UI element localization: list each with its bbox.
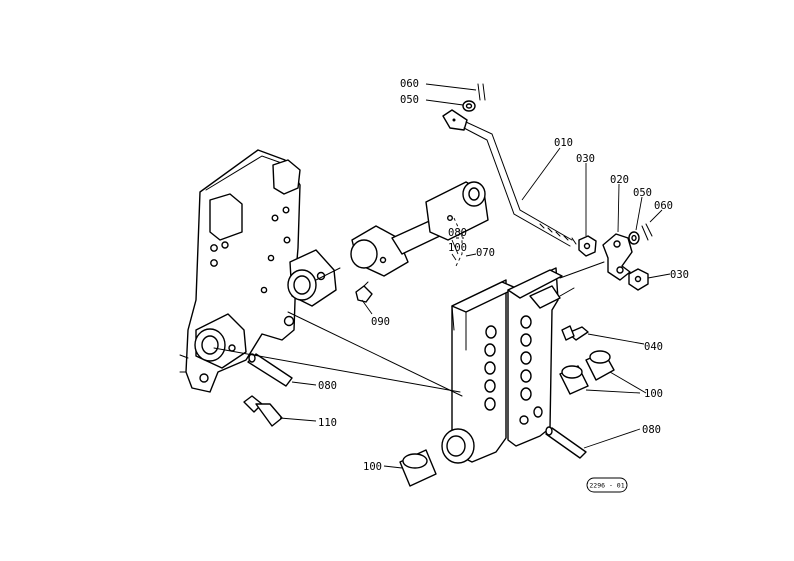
callout-050-top: 050 — [400, 94, 419, 106]
callout-030-right: 030 — [670, 269, 689, 281]
pin-bottom-right — [545, 426, 587, 459]
bolt-110 — [243, 395, 283, 427]
callout-100-right: 100 — [644, 388, 663, 400]
swing-arm-rear-plate — [507, 267, 563, 447]
nut-right — [628, 268, 649, 291]
drawing-code-stamp: (2296 - 01) — [585, 477, 629, 493]
washer-right — [628, 231, 640, 245]
bracket-lower-boss — [194, 313, 247, 383]
callout-060-right: 060 — [654, 200, 673, 212]
clevis-link — [602, 233, 633, 281]
swing-arm-front-plate — [441, 279, 517, 464]
alignment-lines — [213, 217, 605, 397]
callout-080-left: 080 — [318, 380, 337, 392]
callout-labels: 060 050 010 030 020 050 060 080 100 070 … — [318, 78, 689, 473]
callout-030-top: 030 — [576, 153, 595, 165]
pin-left — [247, 353, 293, 387]
grease-fitting — [355, 281, 373, 303]
callout-050-right: 050 — [633, 187, 652, 199]
callout-040: 040 — [644, 341, 663, 353]
callout-080-bottom: 080 — [642, 424, 661, 436]
pivot-shaft — [350, 181, 489, 277]
callout-100-mid: 100 — [448, 242, 467, 254]
callout-060-top: 060 — [400, 78, 419, 90]
bracket-upper-boss — [287, 249, 337, 307]
bolt-040 — [561, 325, 589, 341]
drawing-code: (2296 - 01) — [585, 482, 628, 490]
callout-110: 110 — [318, 417, 337, 429]
callout-090: 090 — [371, 316, 390, 328]
callout-080-mid: 080 — [448, 227, 467, 239]
callout-070: 070 — [476, 247, 495, 259]
bushing-bottom — [399, 449, 437, 487]
washer-top — [462, 100, 476, 112]
callout-100-bottom: 100 — [363, 461, 382, 473]
callout-010: 010 — [554, 137, 573, 149]
cotter-pin-top — [477, 83, 486, 101]
callout-020: 020 — [610, 174, 629, 186]
nut-top — [578, 235, 597, 257]
leader-lines — [279, 83, 671, 469]
cotter-pin-right — [641, 223, 653, 241]
bushing-right-front — [559, 365, 589, 395]
bushing-right-rear — [585, 350, 615, 381]
control-rod — [442, 109, 577, 247]
